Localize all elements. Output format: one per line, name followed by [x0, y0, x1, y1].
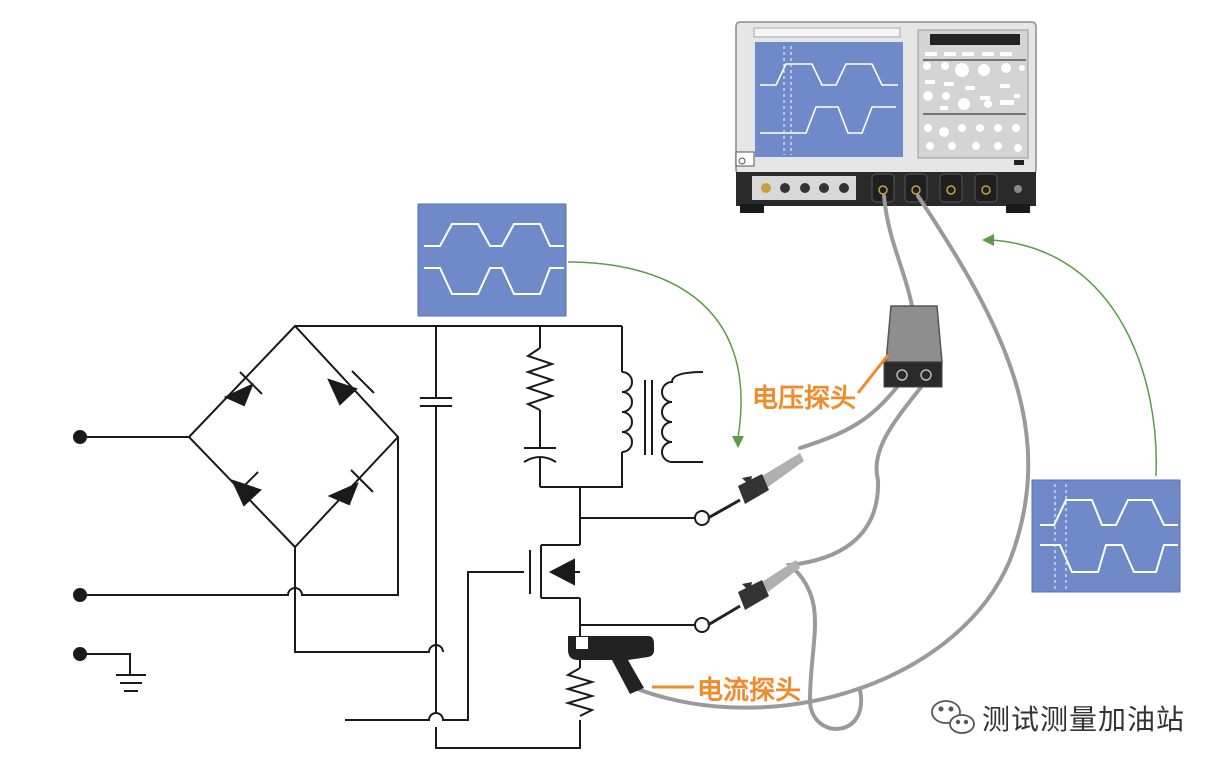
- current-probe-clamp: [568, 636, 654, 694]
- snubber: [523, 326, 557, 487]
- wechat-icon: [931, 700, 975, 734]
- diode-top-left: [223, 371, 263, 407]
- current-probe-label: 电流探头: [697, 676, 802, 706]
- diode-bottom-left: [231, 471, 262, 507]
- bridge-rectifier: [187, 324, 400, 549]
- input-terminals: [73, 430, 399, 692]
- voltage-probe-label: 电压探头: [752, 384, 857, 414]
- circuit: [73, 324, 710, 749]
- waveform-inset-top: [417, 203, 567, 317]
- mosfet-switch: [529, 487, 581, 640]
- watermark-text: 测试测量加油站: [982, 703, 1186, 736]
- voltage-probe-tip-2: [707, 560, 800, 627]
- waveform-inset-right: [1031, 479, 1181, 593]
- annotation-arrows: [567, 234, 1158, 477]
- voltage-probe-tip-1: [707, 453, 804, 520]
- probe-test-points: [580, 510, 710, 633]
- filter-capacitor: [420, 326, 452, 712]
- scope-buttons: [923, 52, 1025, 152]
- label-leaders: [652, 354, 890, 689]
- scope-screen: [755, 42, 903, 157]
- oscilloscope: [735, 21, 1037, 213]
- scope-channel-inputs: [871, 173, 998, 203]
- scope-logo-badge: [735, 151, 755, 167]
- scope-traces: [760, 63, 898, 134]
- scope-control-panel: [917, 29, 1029, 159]
- diode-bottom-right: [327, 469, 374, 506]
- transformer: [540, 326, 704, 488]
- voltage-probe-box: [883, 305, 943, 388]
- diode-top-right: [327, 370, 375, 406]
